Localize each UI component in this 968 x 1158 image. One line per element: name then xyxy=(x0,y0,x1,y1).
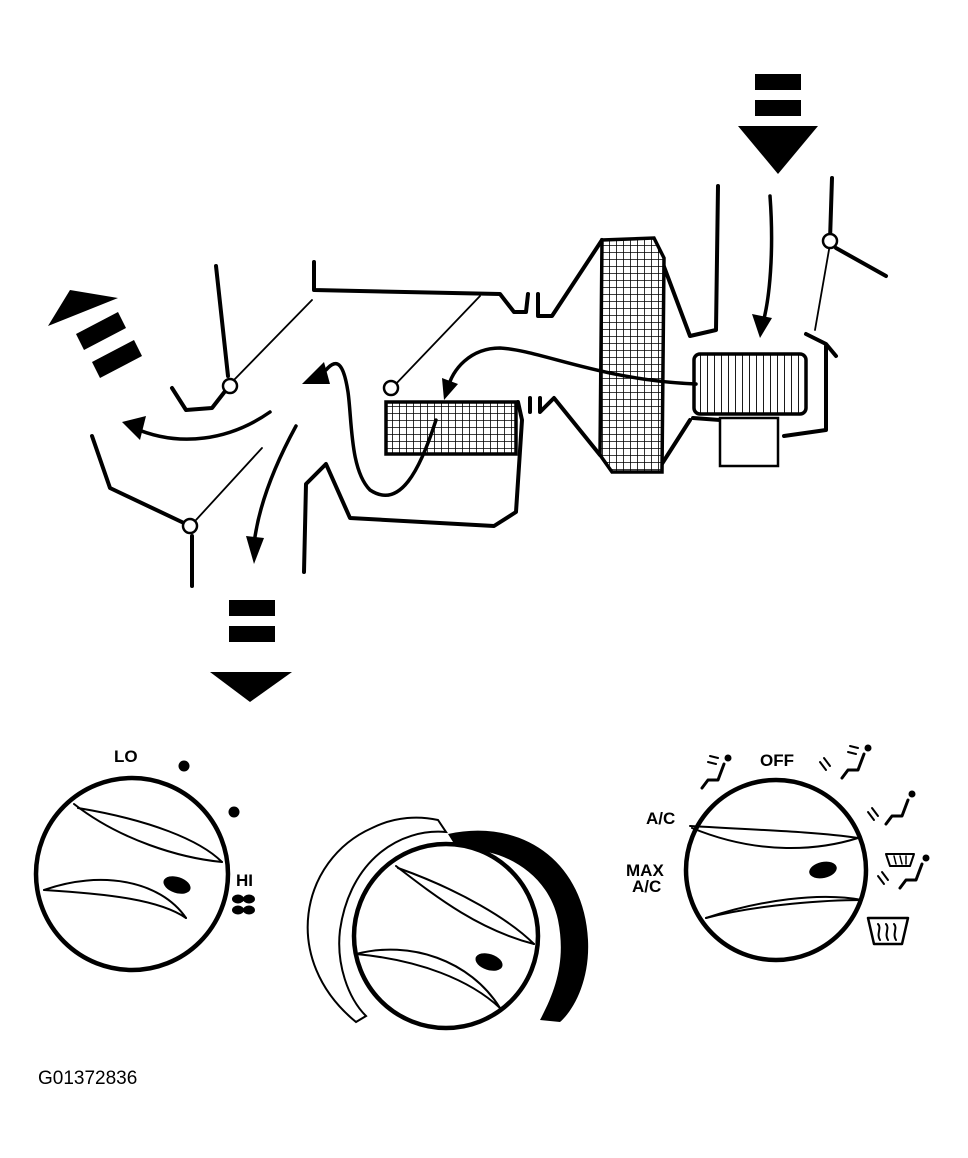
duct-system xyxy=(48,74,888,702)
control-panel: LO HI O xyxy=(33,744,930,1031)
mode-knob[interactable] xyxy=(683,777,869,963)
blower-speed-3-dot xyxy=(228,806,240,818)
mode-max-ac-label-line1: MAX xyxy=(626,861,664,880)
floor-defrost-mode-icon xyxy=(877,853,930,890)
evaporator-core xyxy=(598,236,666,474)
mode-max-ac-label-line2: A/C xyxy=(632,877,661,896)
bi-level-mode-icon xyxy=(819,744,872,780)
outside-air-arrow-icon xyxy=(738,74,818,174)
vent-mode-icon xyxy=(700,754,732,790)
fan-icon xyxy=(232,894,255,915)
floor-outlet-arrow-icon xyxy=(210,600,292,702)
blower-lo-label: LO xyxy=(114,747,138,766)
blower-motor xyxy=(718,416,780,468)
panel-outlet-arrow-icon xyxy=(48,290,142,378)
blower-speed-knob[interactable] xyxy=(33,775,231,973)
floor-mode-door xyxy=(90,434,263,588)
blower-speed-2-dot xyxy=(178,760,190,772)
figure-id: G01372836 xyxy=(38,1068,137,1089)
plenum-walls xyxy=(302,238,604,574)
mode-off-label: OFF xyxy=(760,751,794,770)
panel-mode-door xyxy=(170,264,313,412)
floor-mode-icon xyxy=(867,790,916,826)
mode-ac-label: A/C xyxy=(646,809,675,828)
blend-air-door xyxy=(382,295,481,397)
recirculation-door xyxy=(814,176,888,331)
blower-hi-label: HI xyxy=(236,871,253,890)
temperature-warm-arc xyxy=(448,830,589,1022)
temperature-cool-arc xyxy=(306,816,448,1024)
temperature-knob[interactable] xyxy=(306,816,589,1031)
airflow-path xyxy=(122,194,774,564)
blower-wheel xyxy=(692,352,808,416)
heater-core xyxy=(384,400,518,456)
defrost-mode-icon xyxy=(866,916,910,946)
